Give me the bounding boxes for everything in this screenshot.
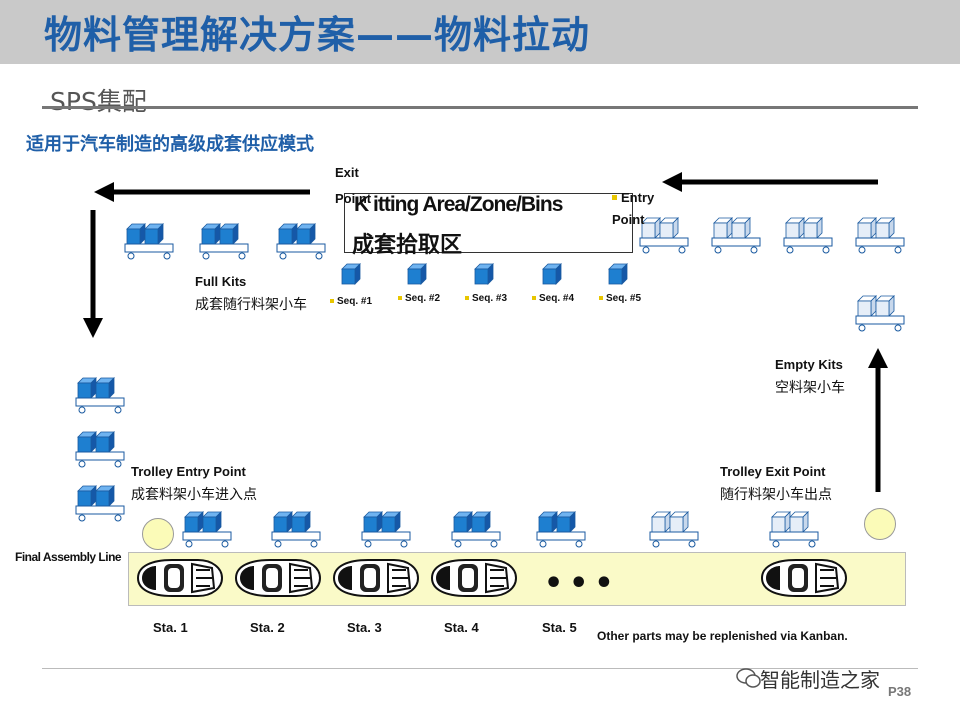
seq-bin	[474, 263, 494, 285]
final-assembly-line-strip	[128, 552, 906, 606]
trolley-exit-label: Trolley Exit Point	[720, 464, 826, 479]
entry-point-marker	[612, 195, 617, 200]
empty-kit-cart	[856, 296, 904, 331]
section-heading: 适用于汽车制造的高级成套供应模式	[26, 134, 314, 155]
kitting-area-title: K itting Area/Zone/Bins	[354, 193, 563, 216]
trolley-entry-label-cn: 成套料架小车进入点	[131, 487, 257, 503]
full-kit-cart	[76, 432, 124, 467]
trolley-entry-label: Trolley Entry Point	[131, 464, 246, 479]
seq-label: Seq. #2	[398, 293, 440, 304]
trolley-exit-label-cn: 随行料架小车出点	[720, 487, 832, 503]
trolley-entry-marker	[142, 518, 174, 550]
wechat-icon	[736, 668, 761, 688]
seq-label: Seq. #3	[465, 293, 507, 304]
seq-bin	[407, 263, 427, 285]
ellipsis: •••	[544, 566, 620, 601]
empty-kit-cart	[650, 512, 698, 547]
subtitle: SPS集配	[50, 87, 147, 116]
empty-kit-cart	[856, 218, 904, 253]
empty-kit-cart	[770, 512, 818, 547]
seq-label: Seq. #5	[599, 293, 641, 304]
full-kits-label-cn: 成套随行料架小车	[195, 297, 307, 313]
watermark-text: 智能制造之家	[760, 668, 880, 692]
kitting-area-box	[344, 193, 633, 253]
full-kit-cart	[277, 224, 325, 259]
station-label: Sta. 4	[444, 620, 479, 635]
empty-kit-cart	[712, 218, 760, 253]
mixed-kit-cart	[537, 512, 585, 547]
seq-bin	[341, 263, 361, 285]
final-assembly-line-label: Final Assembly Line	[15, 550, 122, 564]
seq-label: Seq. #4	[532, 293, 574, 304]
empty-kits-label: Empty Kits	[775, 357, 843, 372]
full-kit-cart	[76, 486, 124, 521]
full-kit-cart	[183, 512, 231, 547]
station-label: Sta. 3	[347, 620, 382, 635]
seq-bin	[608, 263, 628, 285]
empty-kits-label-cn: 空料架小车	[775, 380, 845, 396]
full-kit-cart	[76, 378, 124, 413]
trolley-exit-marker	[864, 508, 896, 540]
full-kit-cart	[200, 224, 248, 259]
kitting-area-title-cn: 成套拾取区	[352, 233, 463, 258]
station-label: Sta. 2	[250, 620, 285, 635]
full-kit-cart	[125, 224, 173, 259]
full-kit-cart	[362, 512, 410, 547]
station-label: Sta. 5	[542, 620, 577, 635]
entry-point-label: Entry Point	[612, 190, 655, 227]
footer-divider	[42, 668, 918, 669]
subtitle-divider	[42, 106, 918, 109]
seq-bin	[542, 263, 562, 285]
empty-kit-cart	[784, 218, 832, 253]
page-number: P38	[888, 684, 912, 699]
full-kit-cart	[452, 512, 500, 547]
station-label: Sta. 1	[153, 620, 188, 635]
title-bar	[0, 0, 960, 64]
page-title: 物料管理解决方案——物料拉动	[44, 13, 591, 57]
kanban-note: Other parts may be replenished via Kanba…	[597, 629, 848, 643]
full-kit-cart	[272, 512, 320, 547]
full-kits-label: Full Kits	[195, 274, 247, 289]
seq-label: Seq. #1	[330, 296, 372, 307]
exit-point-label: Exit Poi nt	[335, 165, 372, 206]
